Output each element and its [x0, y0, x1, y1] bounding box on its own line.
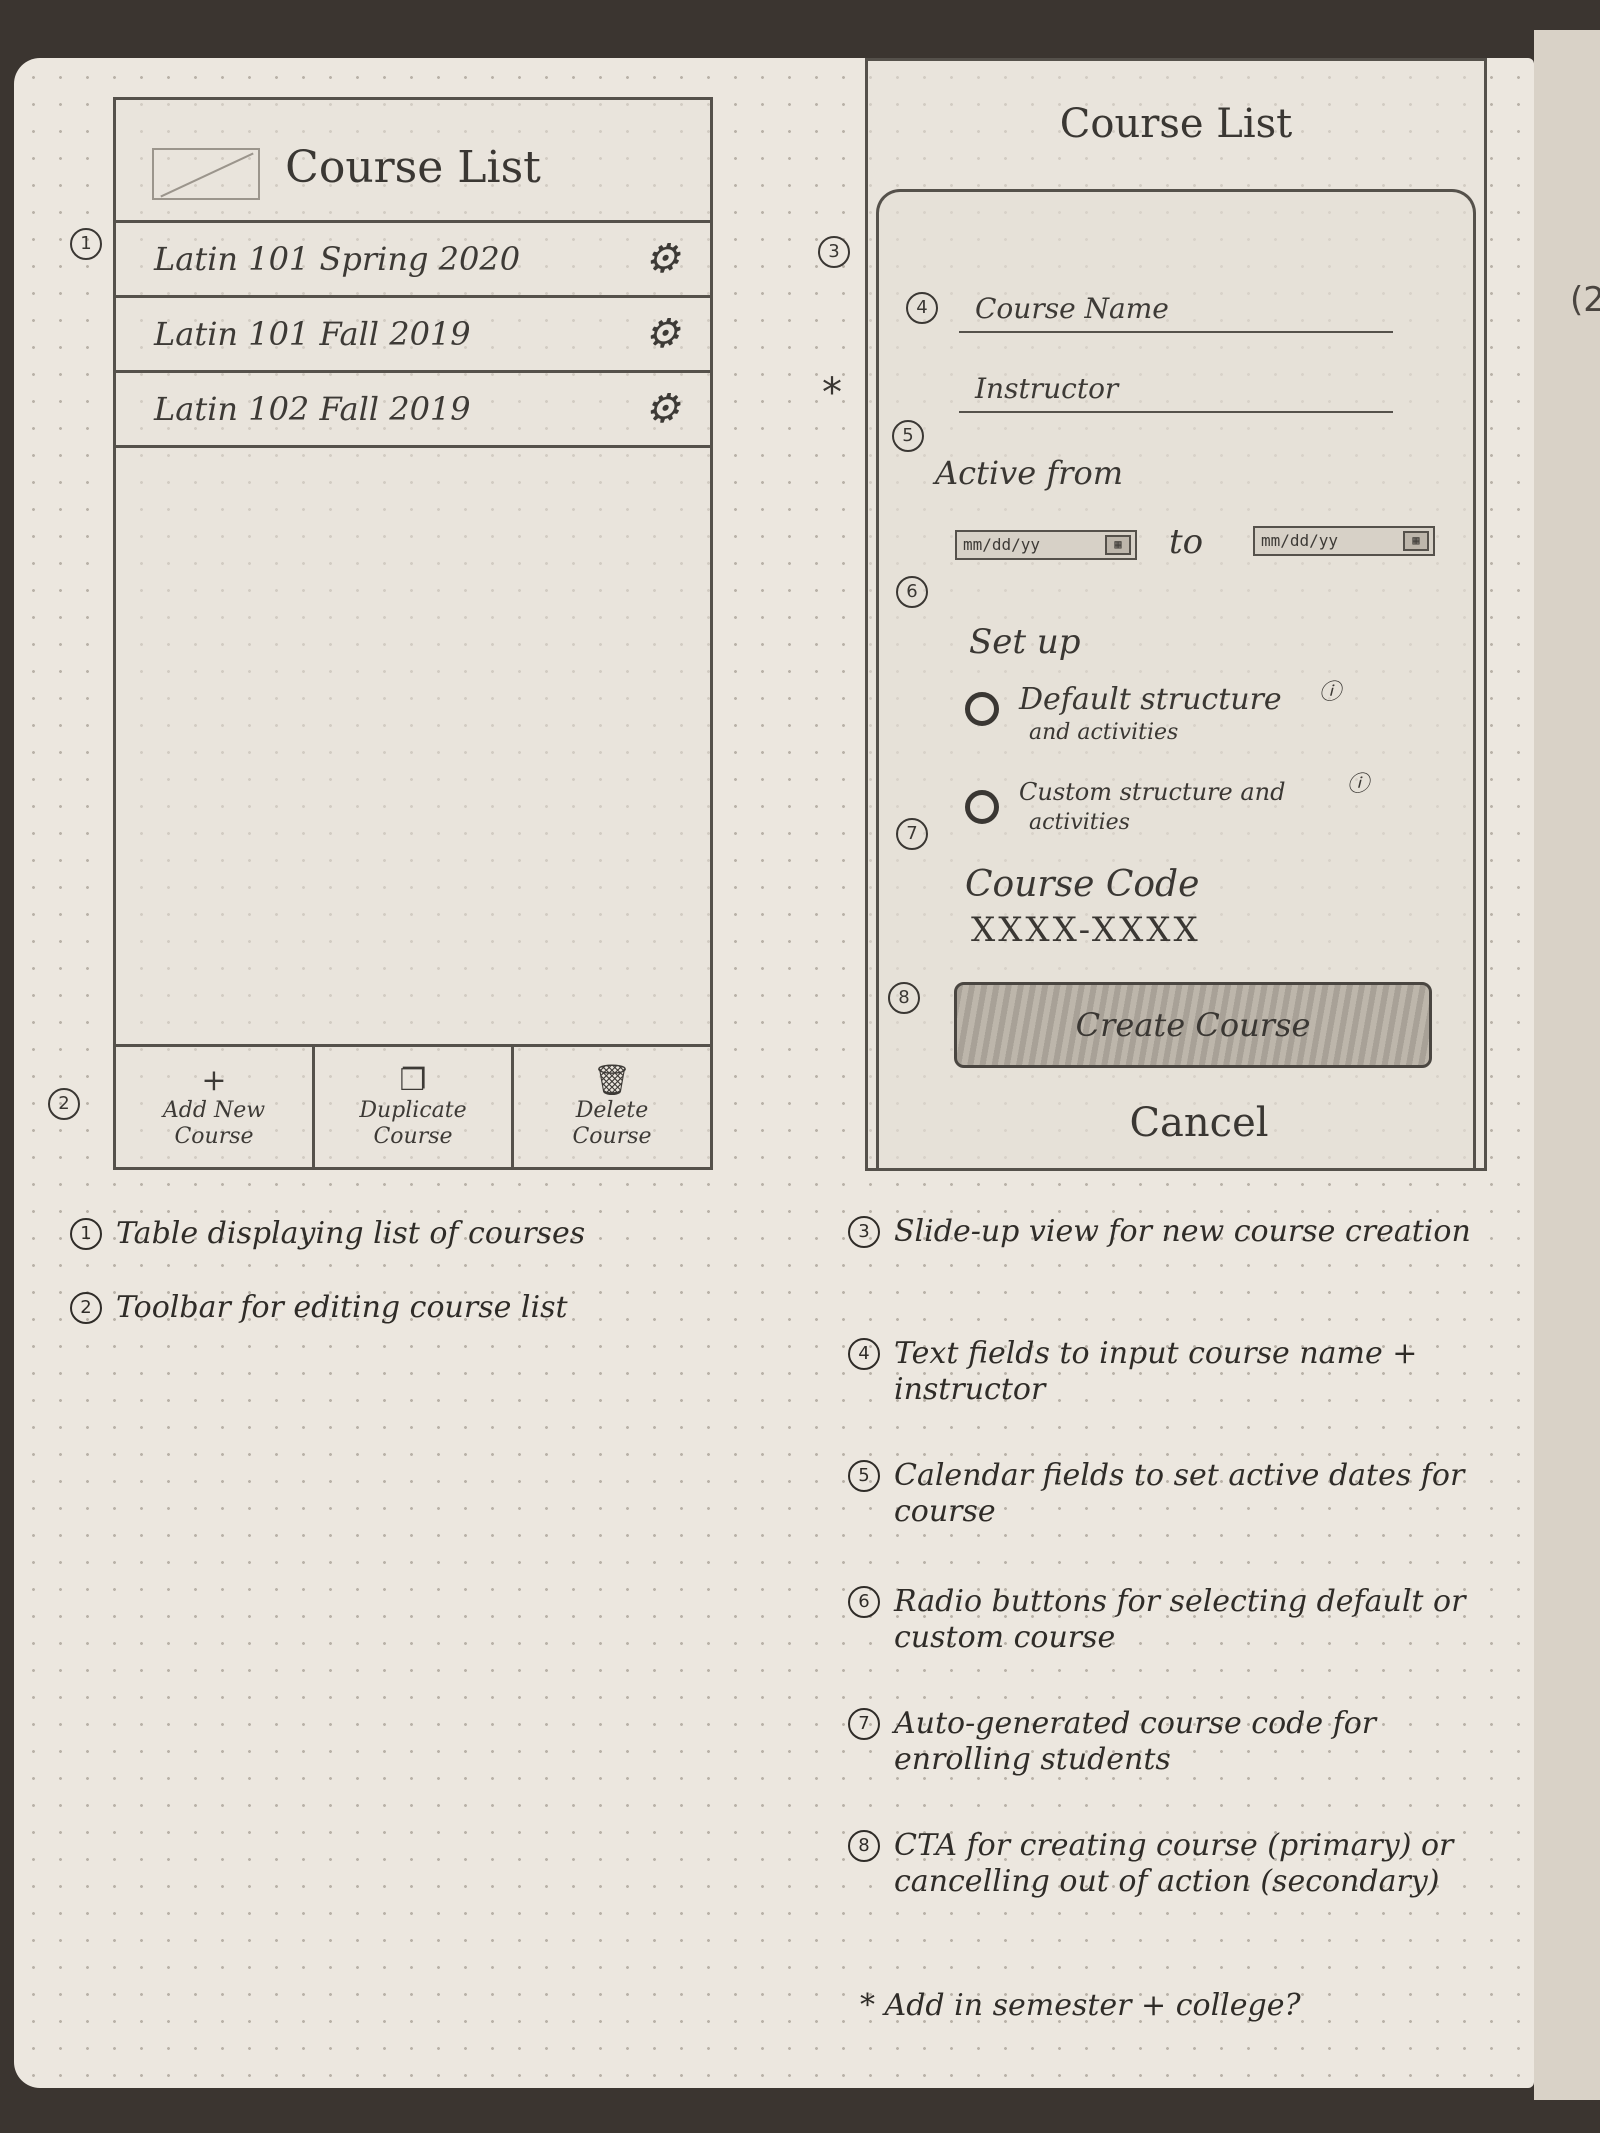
calendar-icon[interactable]: ▦	[1403, 531, 1429, 551]
setup-label: Set up	[969, 622, 1081, 662]
course-name: Latin 101 Spring 2020	[154, 240, 521, 278]
callout-1: 1	[70, 228, 102, 260]
image-placeholder	[152, 148, 260, 200]
callout-5: 5	[892, 420, 924, 452]
add-course-button[interactable]: + Add New Course	[116, 1047, 312, 1167]
custom-structure-radio[interactable]	[965, 790, 999, 824]
note-number: 6	[848, 1586, 880, 1618]
default-structure-label: Default structure	[1019, 682, 1282, 717]
table-row[interactable]: Latin 101 Spring 2020 ⚙	[116, 223, 710, 298]
duplicate-course-label: Duplicate	[359, 1098, 467, 1123]
gear-icon[interactable]: ⚙	[644, 386, 680, 432]
note-text: Toolbar for editing course list	[116, 1290, 568, 1325]
end-date-field[interactable]: mm/dd/yy ▦	[1253, 526, 1435, 556]
custom-structure-label: Custom structure and	[1019, 778, 1286, 806]
note-5: 5 Calendar fields to set active dates fo…	[848, 1458, 1488, 1530]
note-number: 3	[848, 1216, 880, 1248]
plus-icon: +	[201, 1063, 227, 1098]
note-text: Slide-up view for new course creation	[894, 1214, 1471, 1249]
course-list-screen: Course List Latin 101 Spring 2020 ⚙ Lati…	[113, 97, 713, 1170]
note-3: 3 Slide-up view for new course creation	[848, 1214, 1488, 1250]
note-6: 6 Radio buttons for selecting default or…	[848, 1584, 1488, 1656]
note-number: 1	[70, 1218, 102, 1250]
note-text: Calendar fields to set active dates for …	[894, 1458, 1465, 1529]
star-note: * Add in semester + college?	[860, 1988, 1500, 2024]
calendar-icon[interactable]: ▦	[1105, 535, 1131, 555]
note-1: 1 Table displaying list of courses	[70, 1216, 690, 1252]
default-structure-label-2: and activities	[1029, 720, 1179, 745]
next-page-edge: (2	[1534, 30, 1600, 2100]
note-2: 2 Toolbar for editing course list	[70, 1290, 690, 1326]
note-4: 4 Text fields to input course name + ins…	[848, 1336, 1488, 1408]
info-icon[interactable]: ⓘ	[1347, 772, 1370, 797]
default-structure-radio[interactable]	[965, 692, 999, 726]
duplicate-course-button[interactable]: ❐ Duplicate Course	[312, 1047, 511, 1167]
note-number: 4	[848, 1338, 880, 1370]
duplicate-course-label-2: Course	[373, 1124, 453, 1149]
add-course-label: Add New	[162, 1098, 266, 1123]
create-course-button[interactable]: Create Course	[954, 982, 1432, 1068]
trash-icon: 🗑	[592, 1063, 632, 1098]
callout-3: 3	[818, 236, 850, 268]
start-date-field[interactable]: mm/dd/yy ▦	[955, 530, 1137, 560]
table-row[interactable]: Latin 101 Fall 2019 ⚙	[116, 298, 710, 373]
callout-4: 4	[906, 292, 938, 324]
course-name: Latin 101 Fall 2019	[154, 315, 471, 353]
note-8: 8 CTA for creating course (primary) or c…	[848, 1828, 1488, 1900]
delete-course-label-2: Course	[572, 1124, 652, 1149]
note-number: 5	[848, 1460, 880, 1492]
end-date-placeholder: mm/dd/yy	[1261, 531, 1339, 550]
course-code-value: XXXX-XXXX	[971, 910, 1201, 950]
next-page-mark: (2	[1570, 280, 1600, 320]
note-7: 7 Auto-generated course code for enrolli…	[848, 1706, 1488, 1778]
note-text: Table displaying list of courses	[116, 1216, 586, 1251]
course-toolbar: + Add New Course ❐ Duplicate Course 🗑 De…	[116, 1044, 710, 1167]
note-text: Auto-generated course code for enrolling…	[894, 1706, 1377, 1777]
asterisk: *	[822, 370, 842, 416]
callout-7: 7	[896, 818, 928, 850]
course-table: Latin 101 Spring 2020 ⚙ Latin 101 Fall 2…	[116, 220, 710, 448]
new-course-screen: Course List Course Name Instructor Activ…	[865, 58, 1487, 1171]
course-code-label: Course Code	[965, 864, 1200, 905]
gear-icon[interactable]: ⚙	[644, 311, 680, 357]
delete-course-button[interactable]: 🗑 Delete Course	[511, 1047, 710, 1167]
cancel-button[interactable]: Cancel	[1129, 1100, 1269, 1146]
callout-2: 2	[48, 1088, 80, 1120]
start-date-placeholder: mm/dd/yy	[963, 535, 1041, 554]
table-row[interactable]: Latin 102 Fall 2019 ⚙	[116, 373, 710, 448]
course-name: Latin 102 Fall 2019	[154, 390, 471, 428]
add-course-label-2: Course	[174, 1124, 254, 1149]
note-text: CTA for creating course (primary) or can…	[894, 1828, 1454, 1899]
delete-course-label: Delete	[575, 1098, 649, 1123]
note-number: 2	[70, 1292, 102, 1324]
page-title: Course List	[1059, 101, 1293, 147]
note-text: * Add in semester + college?	[860, 1988, 1301, 2023]
duplicate-icon: ❐	[399, 1063, 427, 1098]
slide-up-sheet: Course Name Instructor Active from mm/dd…	[876, 189, 1476, 1168]
instructor-field[interactable]: Instructor	[959, 372, 1393, 413]
info-icon[interactable]: ⓘ	[1319, 680, 1342, 705]
callout-6: 6	[896, 576, 928, 608]
to-label: to	[1169, 522, 1204, 562]
note-text: Text fields to input course name + instr…	[894, 1336, 1418, 1407]
active-from-label: Active from	[935, 454, 1124, 492]
page-title: Course List	[285, 142, 541, 193]
callout-8: 8	[888, 982, 920, 1014]
custom-structure-label-2: activities	[1029, 810, 1130, 835]
note-number: 7	[848, 1708, 880, 1740]
note-text: Radio buttons for selecting default or c…	[894, 1584, 1466, 1655]
gear-icon[interactable]: ⚙	[644, 236, 680, 282]
note-number: 8	[848, 1830, 880, 1862]
course-name-field[interactable]: Course Name	[959, 292, 1393, 333]
